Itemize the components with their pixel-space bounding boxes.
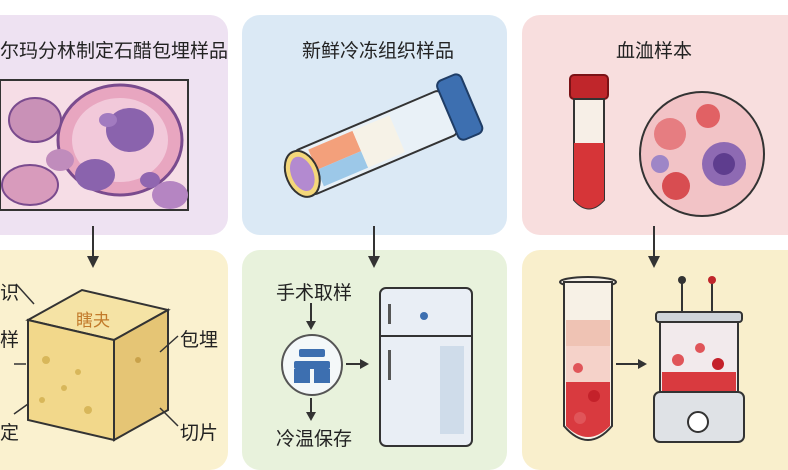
arrow-down-step1 (306, 303, 316, 330)
arrow-right-centrifuge (616, 359, 647, 369)
tissue-histology-image (0, 79, 189, 211)
paraffin-connectors (13, 283, 179, 427)
ffpe-left-mid-label: 样 (0, 329, 20, 351)
frozen-title: 新鲜冷冻组织样品 (302, 40, 455, 62)
blood-cells-magnified-image (639, 91, 765, 217)
centrifuge-tube-image (559, 276, 617, 441)
frozen-step2-label: 冷温保存 (276, 428, 353, 450)
arrow-down-ffpe (87, 226, 99, 268)
ffpe-title: 尔玛分林制定石醋包埋样品 (0, 40, 229, 62)
freezer-storage-icon (281, 334, 343, 396)
ffpe-left-bottom-label: 定 (0, 422, 20, 444)
arrow-down-serum (648, 226, 660, 268)
ffpe-left-top-label: 识 (0, 282, 20, 304)
frozen-tube-image (283, 73, 484, 198)
refrigerator-image (379, 287, 473, 447)
paraffin-block-label: 瞎夬 (76, 311, 110, 331)
arrow-down-frozen (368, 226, 380, 268)
blood-tube-image (569, 74, 609, 210)
paraffin-block-image (25, 288, 171, 442)
arrow-right-storage (346, 359, 369, 369)
centrifuge-machine-image (653, 276, 745, 443)
ffpe-right-bottom-label: 切片 (180, 422, 219, 444)
ffpe-right-mid-label: 包埋 (180, 329, 219, 351)
serum-title: 血洫样本 (616, 40, 693, 62)
arrow-down-step2 (306, 398, 316, 421)
frozen-step1-label: 手术取样 (276, 282, 353, 304)
